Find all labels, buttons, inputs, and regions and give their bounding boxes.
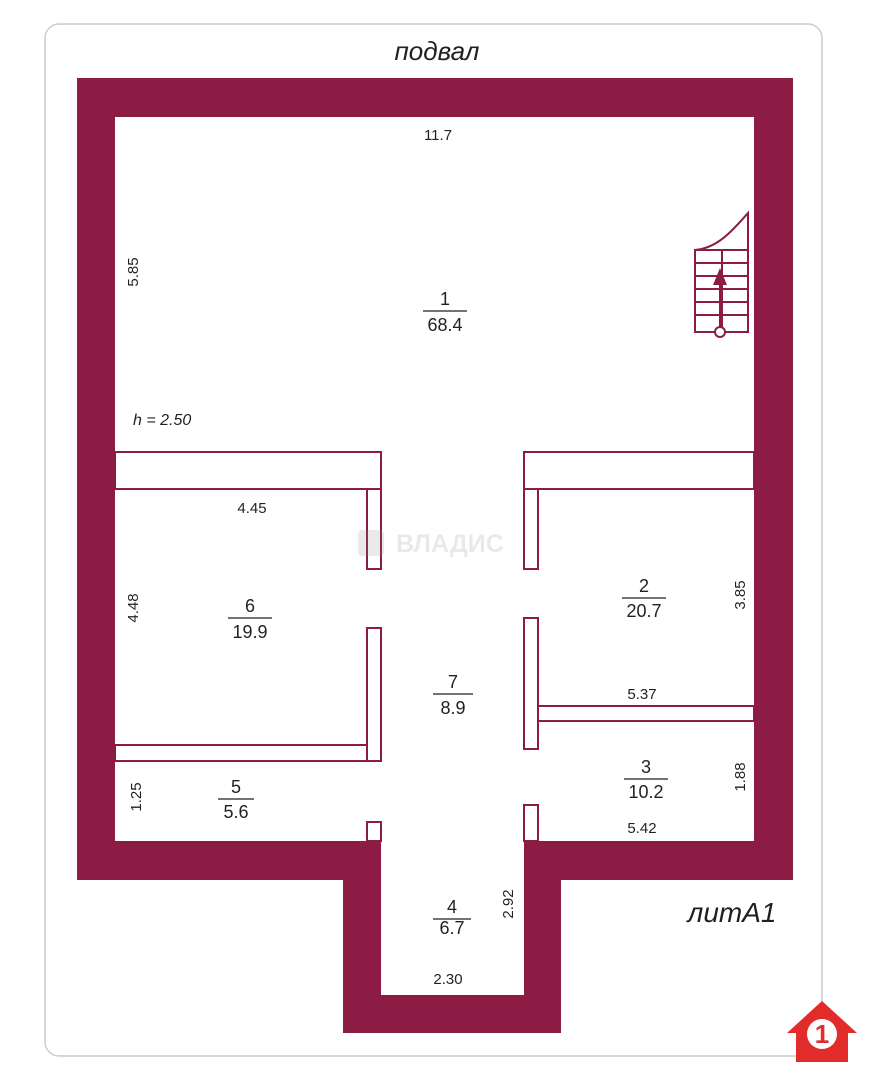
dimension-label: 11.7 bbox=[424, 127, 452, 144]
watermark: ВЛАДИС bbox=[358, 530, 504, 558]
dimension-label: 5.42 bbox=[627, 820, 656, 837]
floor-title: подвал bbox=[395, 36, 480, 66]
room-area: 10.2 bbox=[628, 782, 663, 802]
room-number: 1 bbox=[440, 289, 450, 309]
room-number: 6 bbox=[245, 596, 255, 616]
room-7-label: 7 8.9 bbox=[433, 672, 473, 718]
room-area: 6.7 bbox=[439, 918, 464, 938]
room-area: 5.6 bbox=[223, 802, 248, 822]
room-number: 3 bbox=[641, 757, 651, 777]
dimension-label: 4.48 bbox=[125, 593, 142, 622]
room-3-label: 3 10.2 bbox=[624, 757, 668, 802]
dimension-label: 1.88 bbox=[732, 762, 749, 791]
dimension-label: 5.37 bbox=[627, 686, 656, 703]
room-number: 4 bbox=[447, 897, 457, 917]
plan-frame bbox=[44, 23, 823, 1057]
interior-partitions bbox=[114, 451, 755, 842]
house-logo-icon: 1 bbox=[787, 1001, 857, 1062]
room-area: 68.4 bbox=[427, 315, 462, 335]
dimension-label: 5.85 bbox=[125, 257, 142, 286]
room-4-label: 4 6.7 bbox=[433, 897, 471, 938]
dimension-label: 4.45 bbox=[237, 500, 266, 517]
ceiling-height: h = 2.50 bbox=[133, 412, 191, 429]
svg-text:1: 1 bbox=[815, 1019, 829, 1049]
dimension-label: 1.25 bbox=[128, 782, 145, 811]
room-number: 5 bbox=[231, 777, 241, 797]
room-area: 20.7 bbox=[626, 601, 661, 621]
room-number: 7 bbox=[448, 672, 458, 692]
building-label: литА1 bbox=[686, 897, 777, 928]
room-5-label: 5 5.6 bbox=[218, 777, 254, 822]
dimension-label: 2.30 bbox=[433, 971, 462, 988]
room-6-label: 6 19.9 bbox=[228, 596, 272, 642]
stairs-icon bbox=[694, 210, 749, 338]
room-1-label: 1 68.4 bbox=[423, 289, 467, 335]
watermark-text: ВЛАДИС bbox=[396, 530, 504, 558]
room-number: 2 bbox=[639, 576, 649, 596]
room-area: 19.9 bbox=[232, 622, 267, 642]
dimension-label: 3.85 bbox=[732, 580, 749, 609]
room-2-label: 2 20.7 bbox=[622, 576, 666, 621]
dimension-label: 2.92 bbox=[500, 889, 517, 918]
room-area: 8.9 bbox=[440, 698, 465, 718]
